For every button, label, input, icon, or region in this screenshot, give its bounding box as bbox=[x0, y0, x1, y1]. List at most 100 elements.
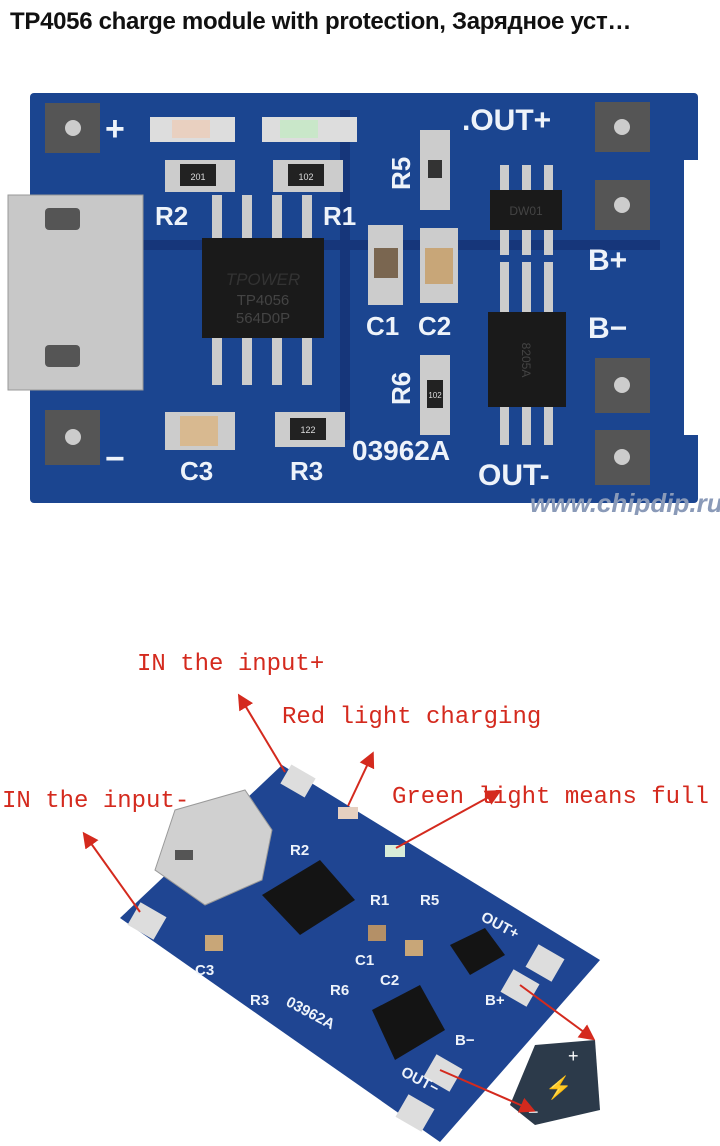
pcb-shape bbox=[544, 262, 553, 317]
watermark: www.chipdip.ru bbox=[530, 488, 720, 515]
pcb-shape bbox=[172, 120, 210, 138]
dw01-chip bbox=[450, 928, 505, 975]
pcb-shape bbox=[272, 330, 282, 385]
pcb-label: R3 bbox=[250, 992, 269, 1009]
r1-value: 102 bbox=[298, 172, 313, 182]
pcb-shape bbox=[544, 400, 553, 445]
pcb-label: TP4056 bbox=[237, 292, 290, 309]
pcb-shape bbox=[395, 1094, 435, 1132]
pcb-shape bbox=[500, 262, 553, 445]
pcb-shape bbox=[202, 238, 324, 338]
pcb-shape bbox=[368, 925, 386, 941]
pcb-notch bbox=[684, 160, 704, 435]
pcb-shape bbox=[65, 120, 81, 136]
annotation-in-plus: IN the input+ bbox=[137, 651, 325, 678]
product-image-annotated[interactable]: C3 R3 03962A OUT+ B+ B− OUT− R5 C1 C2 R6… bbox=[0, 630, 720, 1146]
pcb-shape bbox=[490, 190, 562, 230]
pcb-label: B− bbox=[455, 1032, 475, 1049]
pcb-label: R2 bbox=[290, 842, 309, 859]
pcb-shape bbox=[500, 969, 540, 1007]
pcb-shape bbox=[500, 165, 509, 195]
pcb-label: 564D0P bbox=[236, 310, 290, 327]
pcb-shape bbox=[519, 984, 596, 1041]
pcb-label: − bbox=[105, 440, 125, 478]
pcb-label: R3 bbox=[290, 456, 323, 486]
pcb-shape bbox=[302, 195, 312, 245]
micro-usb-connector bbox=[7, 194, 144, 391]
pcb-shape bbox=[374, 248, 398, 278]
pcb-shape bbox=[522, 225, 531, 255]
pcb-shape bbox=[405, 940, 423, 956]
pcb-shape bbox=[522, 262, 531, 317]
r6-value: 102 bbox=[428, 391, 442, 400]
pcb-shape bbox=[614, 377, 630, 393]
pcb-shape bbox=[595, 358, 650, 413]
pcb-label: C3 bbox=[195, 962, 214, 979]
lightning-icon: ⚡ bbox=[545, 1075, 572, 1101]
pcb-shape bbox=[347, 751, 375, 807]
pcb-shape bbox=[175, 850, 193, 860]
pcb-label: C2 bbox=[418, 311, 451, 341]
tp4056-chip: TPOWER TP4056 564D0P bbox=[202, 195, 324, 385]
pcb-shape bbox=[423, 1054, 463, 1092]
pcb-label: R2 bbox=[155, 201, 188, 231]
pcb-shape bbox=[544, 225, 553, 255]
annotation-in-minus: IN the input- bbox=[2, 788, 190, 815]
annotation-arrows bbox=[82, 693, 596, 1113]
pcb-shape bbox=[45, 208, 80, 230]
pcb-shape bbox=[212, 330, 222, 385]
r2-value: 201 bbox=[190, 172, 205, 182]
pcb-shape bbox=[340, 110, 350, 440]
pcb-shape bbox=[595, 430, 650, 485]
pcb-shape bbox=[595, 180, 650, 230]
pcb-shape bbox=[154, 789, 273, 906]
pcb-shape bbox=[595, 102, 650, 152]
pcb-label: C1 bbox=[366, 311, 399, 341]
pcb-shape bbox=[395, 790, 502, 849]
dw01-chip: DW01 bbox=[490, 165, 562, 255]
led-red bbox=[338, 807, 358, 819]
pcb-shape bbox=[127, 902, 167, 940]
pcb-shape bbox=[500, 262, 509, 317]
pcb-shape bbox=[544, 165, 553, 195]
pcb-shape bbox=[522, 165, 531, 195]
battery-minus-icon: − bbox=[528, 1102, 539, 1122]
pcb-shape bbox=[614, 119, 630, 135]
pcb-shape bbox=[212, 195, 222, 245]
pcb-shape bbox=[614, 449, 630, 465]
pcb-label: + bbox=[105, 110, 125, 148]
pcb-shape bbox=[425, 248, 453, 284]
pcb-shape bbox=[488, 312, 566, 407]
pcb-shape bbox=[45, 103, 100, 153]
pcb-label: C2 bbox=[380, 972, 399, 989]
pcb-shape bbox=[302, 330, 312, 385]
battery-plus-icon: + bbox=[568, 1046, 579, 1066]
pcb-shape bbox=[500, 400, 509, 445]
pcb-shape bbox=[288, 164, 324, 186]
battery-icon: + − ⚡ bbox=[510, 1040, 600, 1125]
pcb-label: R5 bbox=[386, 157, 416, 190]
pcb-shape bbox=[439, 1069, 536, 1113]
page-title: TP4056 charge module with protection, За… bbox=[10, 8, 632, 35]
pcb-shape bbox=[45, 345, 80, 367]
pcb-shape bbox=[45, 410, 100, 465]
pcb-shape bbox=[242, 195, 252, 245]
pcb-shape bbox=[65, 429, 81, 445]
product-image-top-view[interactable]: 201 102 102 122 TPOWER TP4056 564D0P DW0… bbox=[0, 80, 720, 515]
annotation-green-light: Green light means full bbox=[392, 784, 709, 811]
pcb-label: R5 bbox=[420, 892, 439, 909]
silkscreen-labels: + − R2 R1 R5 R6 C1 C2 C3 R3 03962A .OUT+… bbox=[105, 104, 627, 492]
pcb-label: C3 bbox=[180, 456, 213, 486]
pcb-shape bbox=[427, 380, 443, 408]
pcb-label: DW01 bbox=[509, 204, 543, 218]
pcb-shape bbox=[500, 165, 553, 255]
8205a-chip: 8205A bbox=[488, 262, 566, 445]
pcb-shape bbox=[180, 416, 218, 446]
led-green bbox=[385, 845, 405, 857]
pcb-label: OUT- bbox=[478, 459, 550, 492]
pcb-shape bbox=[522, 400, 531, 445]
r3-value: 122 bbox=[300, 425, 315, 435]
pcb-shape bbox=[242, 330, 252, 385]
pcb-label: R1 bbox=[323, 201, 356, 231]
solder-pads bbox=[127, 764, 565, 1132]
